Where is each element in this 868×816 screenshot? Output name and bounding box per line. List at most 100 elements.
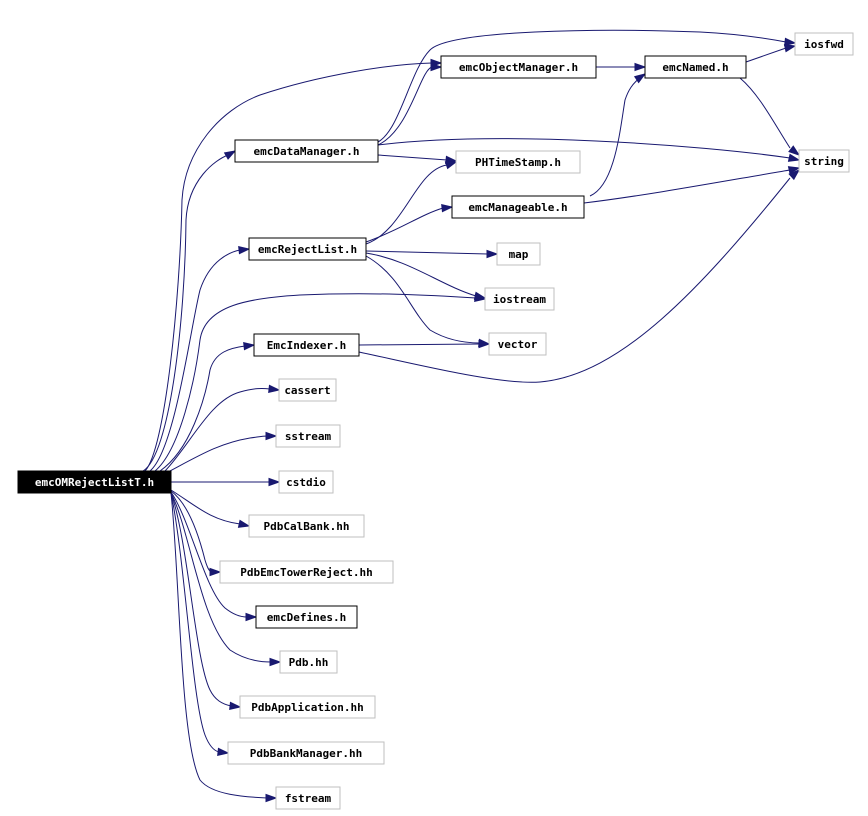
node-emc-data-manager-h[interactable]: emcDataManager.h xyxy=(234,139,379,163)
node-box xyxy=(798,149,850,173)
edge-emc-omreject-list-t-h-to-emc-object-manager-h xyxy=(144,62,433,472)
node-label: sstream xyxy=(285,430,332,443)
node-emc-indexer-h[interactable]: EmcIndexer.h xyxy=(253,333,360,357)
node-vector[interactable]: vector xyxy=(488,332,547,356)
node-box xyxy=(278,470,334,494)
node-emc-omreject-list-t-h: emcOMRejectListT.h xyxy=(17,470,172,494)
node-box xyxy=(484,287,555,311)
arrowhead-sstream xyxy=(265,431,278,441)
edge-emc-omreject-list-t-h-to-emc-reject-list-h xyxy=(149,249,241,472)
node-box xyxy=(219,560,394,584)
edge-emc-omreject-list-t-h-to-emc-defines-h xyxy=(170,491,248,618)
node-emc-named-h[interactable]: emcNamed.h xyxy=(644,55,747,79)
node-label: fstream xyxy=(285,792,332,805)
edge-emc-data-manager-h-to-string xyxy=(377,138,791,159)
node-label: iosfwd xyxy=(804,38,844,51)
edge-emc-reject-list-h-to-emc-manageable-h xyxy=(365,207,444,243)
node-pdb-hh[interactable]: Pdb.hh xyxy=(279,650,338,674)
node-box xyxy=(644,55,747,79)
arrowhead-vector xyxy=(478,339,491,349)
node-emc-object-manager-h[interactable]: emcObjectManager.h xyxy=(440,55,597,79)
node-box xyxy=(278,378,337,402)
node-pdb-bank-manager-hh[interactable]: PdbBankManager.hh xyxy=(227,741,385,765)
edge-emc-reject-list-h-to-phtime-stamp-h xyxy=(365,164,448,245)
node-phtime-stamp-h[interactable]: PHTimeStamp.h xyxy=(455,150,581,174)
node-pdb-emc-tower-reject-hh[interactable]: PdbEmcTowerReject.hh xyxy=(219,560,394,584)
arrowhead-emc-named-h xyxy=(634,62,647,72)
edge-emc-data-manager-h-to-iosfwd xyxy=(377,29,787,143)
arrowhead-iosfwd xyxy=(783,44,797,53)
edge-emc-data-manager-h-to-emc-object-manager-h xyxy=(377,66,433,146)
arrowhead-string xyxy=(788,168,801,181)
node-box xyxy=(234,139,379,163)
edge-emc-omreject-list-t-h-to-cassert xyxy=(164,387,271,472)
node-string[interactable]: string xyxy=(798,149,850,173)
node-label: emcManageable.h xyxy=(468,201,567,214)
arrowhead-cstdio xyxy=(268,477,281,487)
node-pdb-application-hh[interactable]: PdbApplication.hh xyxy=(239,695,376,719)
arrowhead-string xyxy=(788,145,801,156)
arrowhead-string xyxy=(787,153,801,162)
node-emc-defines-h[interactable]: emcDefines.h xyxy=(255,605,358,629)
arrowhead-emc-object-manager-h xyxy=(430,62,443,72)
edge-emc-named-h-to-string xyxy=(739,77,791,149)
node-fstream[interactable]: fstream xyxy=(275,786,341,810)
node-box xyxy=(488,332,547,356)
edge-emc-omreject-list-t-h-to-fstream xyxy=(170,492,268,799)
edge-emc-omreject-list-t-h-to-emc-indexer-h xyxy=(159,345,246,472)
node-pdb-cal-bank-hh[interactable]: PdbCalBank.hh xyxy=(248,514,365,538)
edge-emc-data-manager-h-to-phtime-stamp-h xyxy=(377,154,448,161)
arrowhead-pdb-emc-tower-reject-hh xyxy=(209,567,222,577)
node-map[interactable]: map xyxy=(496,242,541,266)
node-label: EmcIndexer.h xyxy=(267,339,346,352)
arrowhead-pdb-application-hh xyxy=(229,701,242,711)
node-label: PdbApplication.hh xyxy=(251,701,364,714)
arrowhead-string xyxy=(787,166,801,175)
node-label: iostream xyxy=(493,293,546,306)
node-label: emcDefines.h xyxy=(267,611,346,624)
node-iosfwd[interactable]: iosfwd xyxy=(794,32,854,56)
edge-emc-reject-list-h-to-iostream xyxy=(365,252,477,297)
arrowhead-phtime-stamp-h xyxy=(444,161,458,170)
arrowhead-emc-reject-list-h xyxy=(238,245,251,255)
node-box xyxy=(253,333,360,357)
node-label: string xyxy=(804,155,844,168)
node-label: cstdio xyxy=(286,476,326,489)
arrowhead-pdb-cal-bank-hh xyxy=(237,519,251,528)
arrowhead-cassert xyxy=(268,384,281,394)
node-iostream[interactable]: iostream xyxy=(484,287,555,311)
edge-emc-reject-list-h-to-map xyxy=(365,250,489,255)
node-box xyxy=(255,605,358,629)
node-cassert[interactable]: cassert xyxy=(278,378,337,402)
node-emc-reject-list-h[interactable]: emcRejectList.h xyxy=(248,237,367,261)
node-emc-manageable-h[interactable]: emcManageable.h xyxy=(451,195,585,219)
arrowhead-emc-manageable-h xyxy=(441,203,454,213)
node-label: Pdb.hh xyxy=(289,656,329,669)
arrowhead-iostream xyxy=(473,291,487,300)
arrowhead-emc-indexer-h xyxy=(243,341,256,351)
edge-emc-indexer-h-to-vector xyxy=(358,343,481,346)
node-box xyxy=(496,242,541,266)
node-label: map xyxy=(509,248,529,261)
node-label: PdbCalBank.hh xyxy=(263,520,349,533)
arrowhead-fstream xyxy=(265,793,278,803)
arrowhead-pdb-bank-manager-hh xyxy=(217,747,230,757)
edge-emc-omreject-list-t-h-to-pdb-bank-manager-hh xyxy=(170,492,220,753)
node-cstdio[interactable]: cstdio xyxy=(278,470,334,494)
node-label: PdbBankManager.hh xyxy=(250,747,363,760)
node-label: emcRejectList.h xyxy=(258,243,357,256)
node-box xyxy=(248,514,365,538)
arrowhead-map xyxy=(486,249,499,259)
node-label: emcNamed.h xyxy=(662,61,728,74)
edge-emc-omreject-list-t-h-to-emc-data-manager-h xyxy=(142,154,229,472)
edge-emc-manageable-h-to-string xyxy=(583,169,791,204)
node-box xyxy=(239,695,376,719)
node-box xyxy=(279,650,338,674)
edge-emc-omreject-list-t-h-to-pdb-application-hh xyxy=(170,492,232,707)
node-sstream[interactable]: sstream xyxy=(275,424,341,448)
node-box xyxy=(17,470,172,494)
node-box xyxy=(275,424,341,448)
node-box xyxy=(227,741,385,765)
edge-emc-omreject-list-t-h-to-iostream xyxy=(154,293,477,472)
arrowhead-emc-defines-h xyxy=(245,612,258,622)
